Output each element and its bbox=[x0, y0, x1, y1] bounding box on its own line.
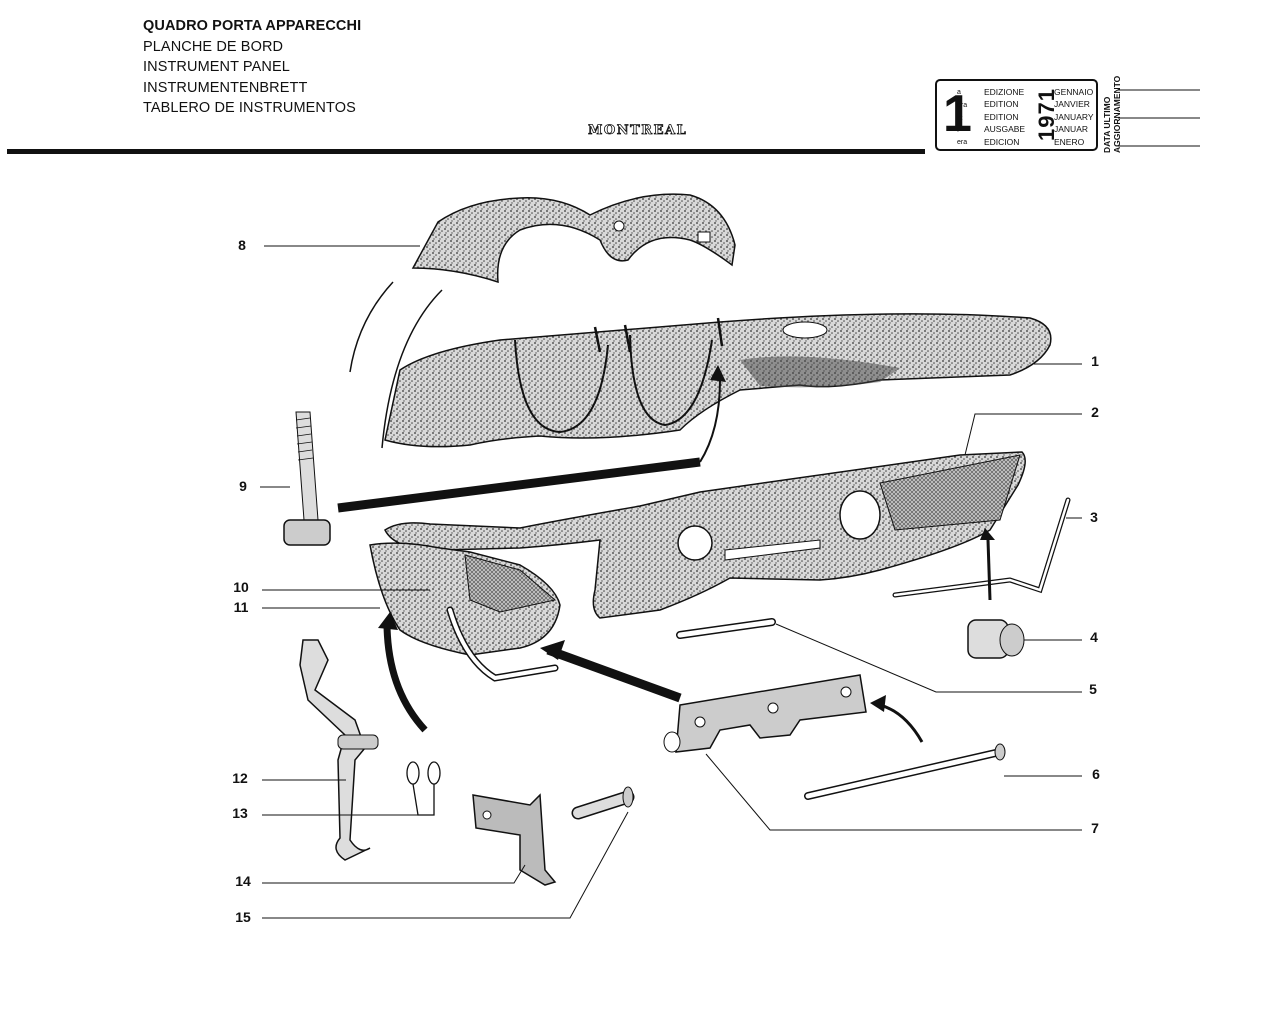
callout-7: 7 bbox=[1091, 820, 1099, 836]
arrow-head bbox=[540, 640, 565, 660]
edition-month: ENERO bbox=[1054, 137, 1085, 147]
edition-number: 1 bbox=[943, 85, 972, 143]
arrow-rod-to-hinge bbox=[879, 703, 924, 743]
callout-3: 3 bbox=[1090, 509, 1098, 525]
arrow-latch-to-box bbox=[383, 624, 428, 733]
part-2-lower-panel bbox=[384, 451, 1026, 619]
part-7-hinge bbox=[663, 674, 867, 753]
arrow-bolt-curve bbox=[699, 379, 721, 463]
part-14-bracket bbox=[472, 793, 557, 886]
callout-13: 13 bbox=[232, 805, 248, 821]
leader-lines bbox=[260, 245, 1082, 919]
part-12-latch bbox=[299, 639, 379, 861]
callout-10: 10 bbox=[233, 579, 249, 595]
part-8-cluster-hood bbox=[411, 193, 736, 284]
edition-suffix: era bbox=[957, 139, 968, 146]
title-german: INSTRUMENTENBRETT bbox=[143, 79, 308, 96]
arrow-hinge-to-box bbox=[546, 645, 682, 703]
title-french: PLANCHE DE BORD bbox=[143, 38, 284, 55]
header-rule bbox=[7, 149, 925, 154]
edition-month: JANUARY bbox=[1054, 112, 1094, 122]
callout-14: 14 bbox=[235, 873, 251, 889]
part-10-glovebox bbox=[369, 542, 561, 682]
model-logo: MONTREAL bbox=[588, 123, 688, 139]
edition-label: EDITION bbox=[984, 112, 1019, 122]
edition-suffix: st bbox=[957, 115, 963, 122]
edition-box: 1 a era st . era EDIZIONE EDITION EDITIO… bbox=[935, 79, 1098, 151]
edition-label: EDITION bbox=[984, 99, 1019, 109]
callout-11: 11 bbox=[233, 599, 249, 615]
callout-5: 5 bbox=[1089, 681, 1097, 697]
edition-suffix: . bbox=[957, 127, 959, 134]
callout-1: 1 bbox=[1091, 353, 1099, 369]
edition-suffix: era bbox=[957, 102, 968, 109]
edition-label: AUSGABE bbox=[984, 124, 1026, 134]
callout-2: 2 bbox=[1091, 404, 1099, 420]
part-4-nut bbox=[967, 528, 1025, 659]
update-lines bbox=[1118, 89, 1200, 147]
title-spanish: TABLERO DE INSTRUMENTOS bbox=[143, 100, 356, 117]
callout-4: 4 bbox=[1090, 629, 1098, 645]
arrow-bolt-to-dashboard bbox=[337, 457, 701, 513]
arrow-head bbox=[710, 365, 726, 382]
callout-8: 8 bbox=[238, 237, 246, 253]
edition-month: GENNAIO bbox=[1054, 87, 1094, 97]
edition-suffix: a bbox=[957, 89, 961, 96]
part-9-bolt bbox=[283, 411, 331, 546]
edition-label: EDICION bbox=[984, 137, 1020, 147]
callout-9: 9 bbox=[239, 478, 247, 494]
callout-15: 15 bbox=[235, 909, 251, 925]
title-block: QUADRO PORTA APPARECCHI PLANCHE DE BORD … bbox=[143, 16, 361, 119]
part-15-pin bbox=[571, 786, 635, 820]
title-italian: QUADRO PORTA APPARECCHI bbox=[143, 18, 362, 34]
edition-month: JANUAR bbox=[1054, 124, 1089, 134]
title-english: INSTRUMENT PANEL bbox=[143, 59, 290, 76]
edition-label: EDIZIONE bbox=[984, 87, 1025, 97]
edition-month: JANVIER bbox=[1054, 99, 1090, 109]
callout-12: 12 bbox=[232, 770, 248, 786]
motion-arcs bbox=[349, 281, 443, 449]
part-13-spring bbox=[406, 761, 441, 816]
callout-6: 6 bbox=[1092, 766, 1100, 782]
